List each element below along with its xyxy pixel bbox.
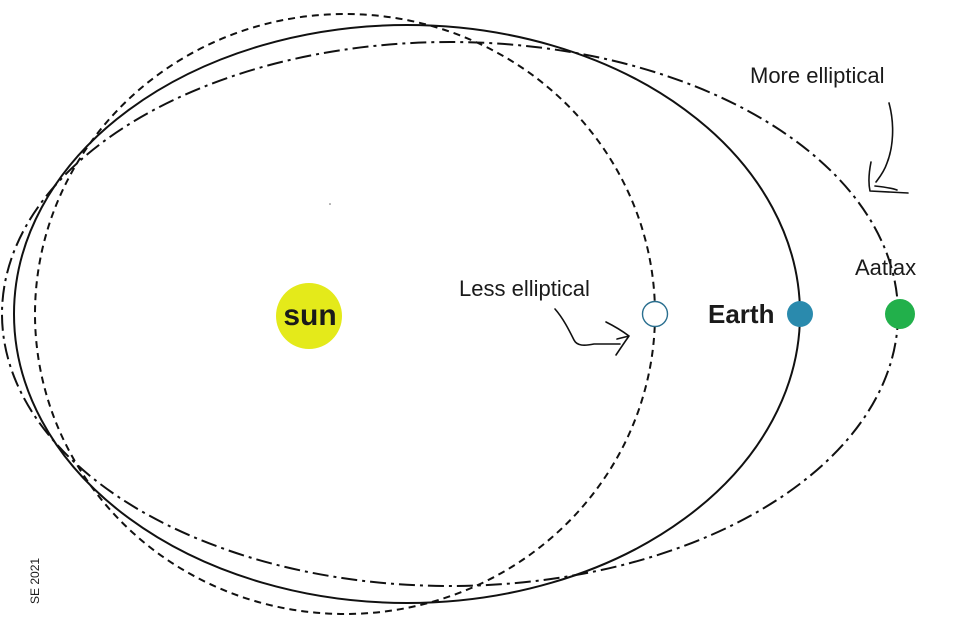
more-elliptical-arrow xyxy=(868,102,909,194)
aatlax-label: Aatlax xyxy=(855,255,916,280)
sun-label: sun xyxy=(283,299,336,332)
less-elliptical-orbit xyxy=(34,13,656,615)
more-elliptical-label: More elliptical xyxy=(750,63,885,88)
credit-label: SE 2021 xyxy=(28,558,42,604)
earth-label: Earth xyxy=(708,299,774,329)
sun xyxy=(276,283,342,349)
earth-orbit xyxy=(13,24,801,604)
aatlax-planet xyxy=(885,299,915,329)
less-elliptical-planet-marker xyxy=(641,300,669,328)
less-elliptical-label: Less elliptical xyxy=(459,276,590,301)
earth-planet xyxy=(787,301,813,327)
less-elliptical-arrow xyxy=(554,308,630,356)
faint-dot xyxy=(329,203,331,205)
